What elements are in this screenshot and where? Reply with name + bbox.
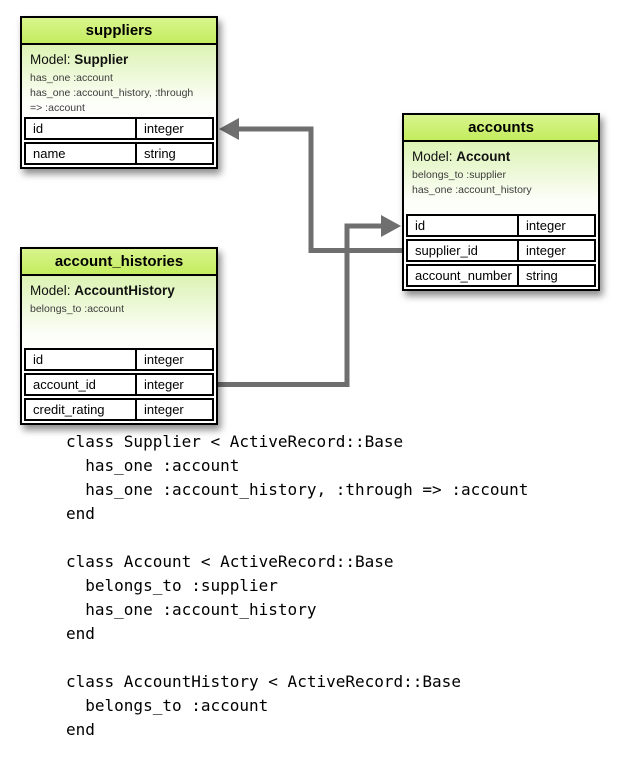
table-row: id integer <box>406 214 596 237</box>
model-label: Model: <box>30 283 71 298</box>
model-section: Model: Supplier has_one :account has_one… <box>22 45 216 115</box>
model-name: Account <box>456 149 511 164</box>
table-title: accounts <box>404 115 598 142</box>
table-title: account_histories <box>22 249 216 276</box>
ruby-code-block: class Supplier < ActiveRecord::Base has_… <box>66 432 529 739</box>
column-name: account_number <box>408 266 519 285</box>
model-name: Supplier <box>74 52 129 67</box>
table-accounts: accounts Model: Account belongs_to :supp… <box>402 113 600 291</box>
model-line: Model: AccountHistory <box>30 283 208 298</box>
connector-path <box>236 126 402 253</box>
connector-accounts-supplier-id-to-suppliers-id <box>219 118 402 253</box>
column-rows: id integer name string <box>22 115 216 167</box>
association-line: => :account <box>30 102 85 114</box>
model-label: Model: <box>412 149 453 164</box>
column-rows: id integer supplier_id integer account_n… <box>404 212 598 289</box>
association-line: belongs_to :supplier <box>412 169 506 181</box>
column-type: integer <box>144 377 184 392</box>
column-name: id <box>26 350 137 369</box>
table-row: id integer <box>24 348 214 371</box>
column-type: integer <box>144 352 184 367</box>
column-name: supplier_id <box>408 241 519 260</box>
model-name: AccountHistory <box>74 283 175 298</box>
column-type: integer <box>144 121 184 136</box>
table-row: supplier_id integer <box>406 239 596 262</box>
connector-path <box>218 223 382 387</box>
association-line: has_one :account_history, :through <box>30 87 194 99</box>
model-section: Model: AccountHistory belongs_to :accoun… <box>22 276 216 346</box>
association-line: has_one :account_history <box>412 184 532 196</box>
association-line: has_one :account <box>30 72 113 84</box>
connector-account-histories-account-id-to-accounts-id <box>218 215 401 387</box>
column-type: integer <box>526 218 566 233</box>
column-type: integer <box>144 402 184 417</box>
table-title: suppliers <box>22 18 216 45</box>
column-rows: id integer account_id integer credit_rat… <box>22 346 216 423</box>
table-row: account_number string <box>406 264 596 287</box>
model-section: Model: Account belongs_to :supplier has_… <box>404 142 598 212</box>
table-row: name string <box>24 142 214 165</box>
column-name: id <box>408 216 519 235</box>
model-line: Model: Account <box>412 149 590 164</box>
column-type: integer <box>526 243 566 258</box>
column-name: name <box>26 144 137 163</box>
column-type: string <box>526 268 558 283</box>
table-row: id integer <box>24 117 214 140</box>
table-account-histories: account_histories Model: AccountHistory … <box>20 247 218 425</box>
model-line: Model: Supplier <box>30 52 208 67</box>
association-line: belongs_to :account <box>30 303 124 315</box>
column-type: string <box>144 146 176 161</box>
model-label: Model: <box>30 52 71 67</box>
column-name: credit_rating <box>26 400 137 419</box>
table-row: credit_rating integer <box>24 398 214 421</box>
arrowhead-right-icon <box>381 215 401 237</box>
column-name: id <box>26 119 137 138</box>
arrowhead-left-icon <box>219 118 239 140</box>
table-suppliers: suppliers Model: Supplier has_one :accou… <box>20 16 218 169</box>
column-name: account_id <box>26 375 137 394</box>
table-row: account_id integer <box>24 373 214 396</box>
